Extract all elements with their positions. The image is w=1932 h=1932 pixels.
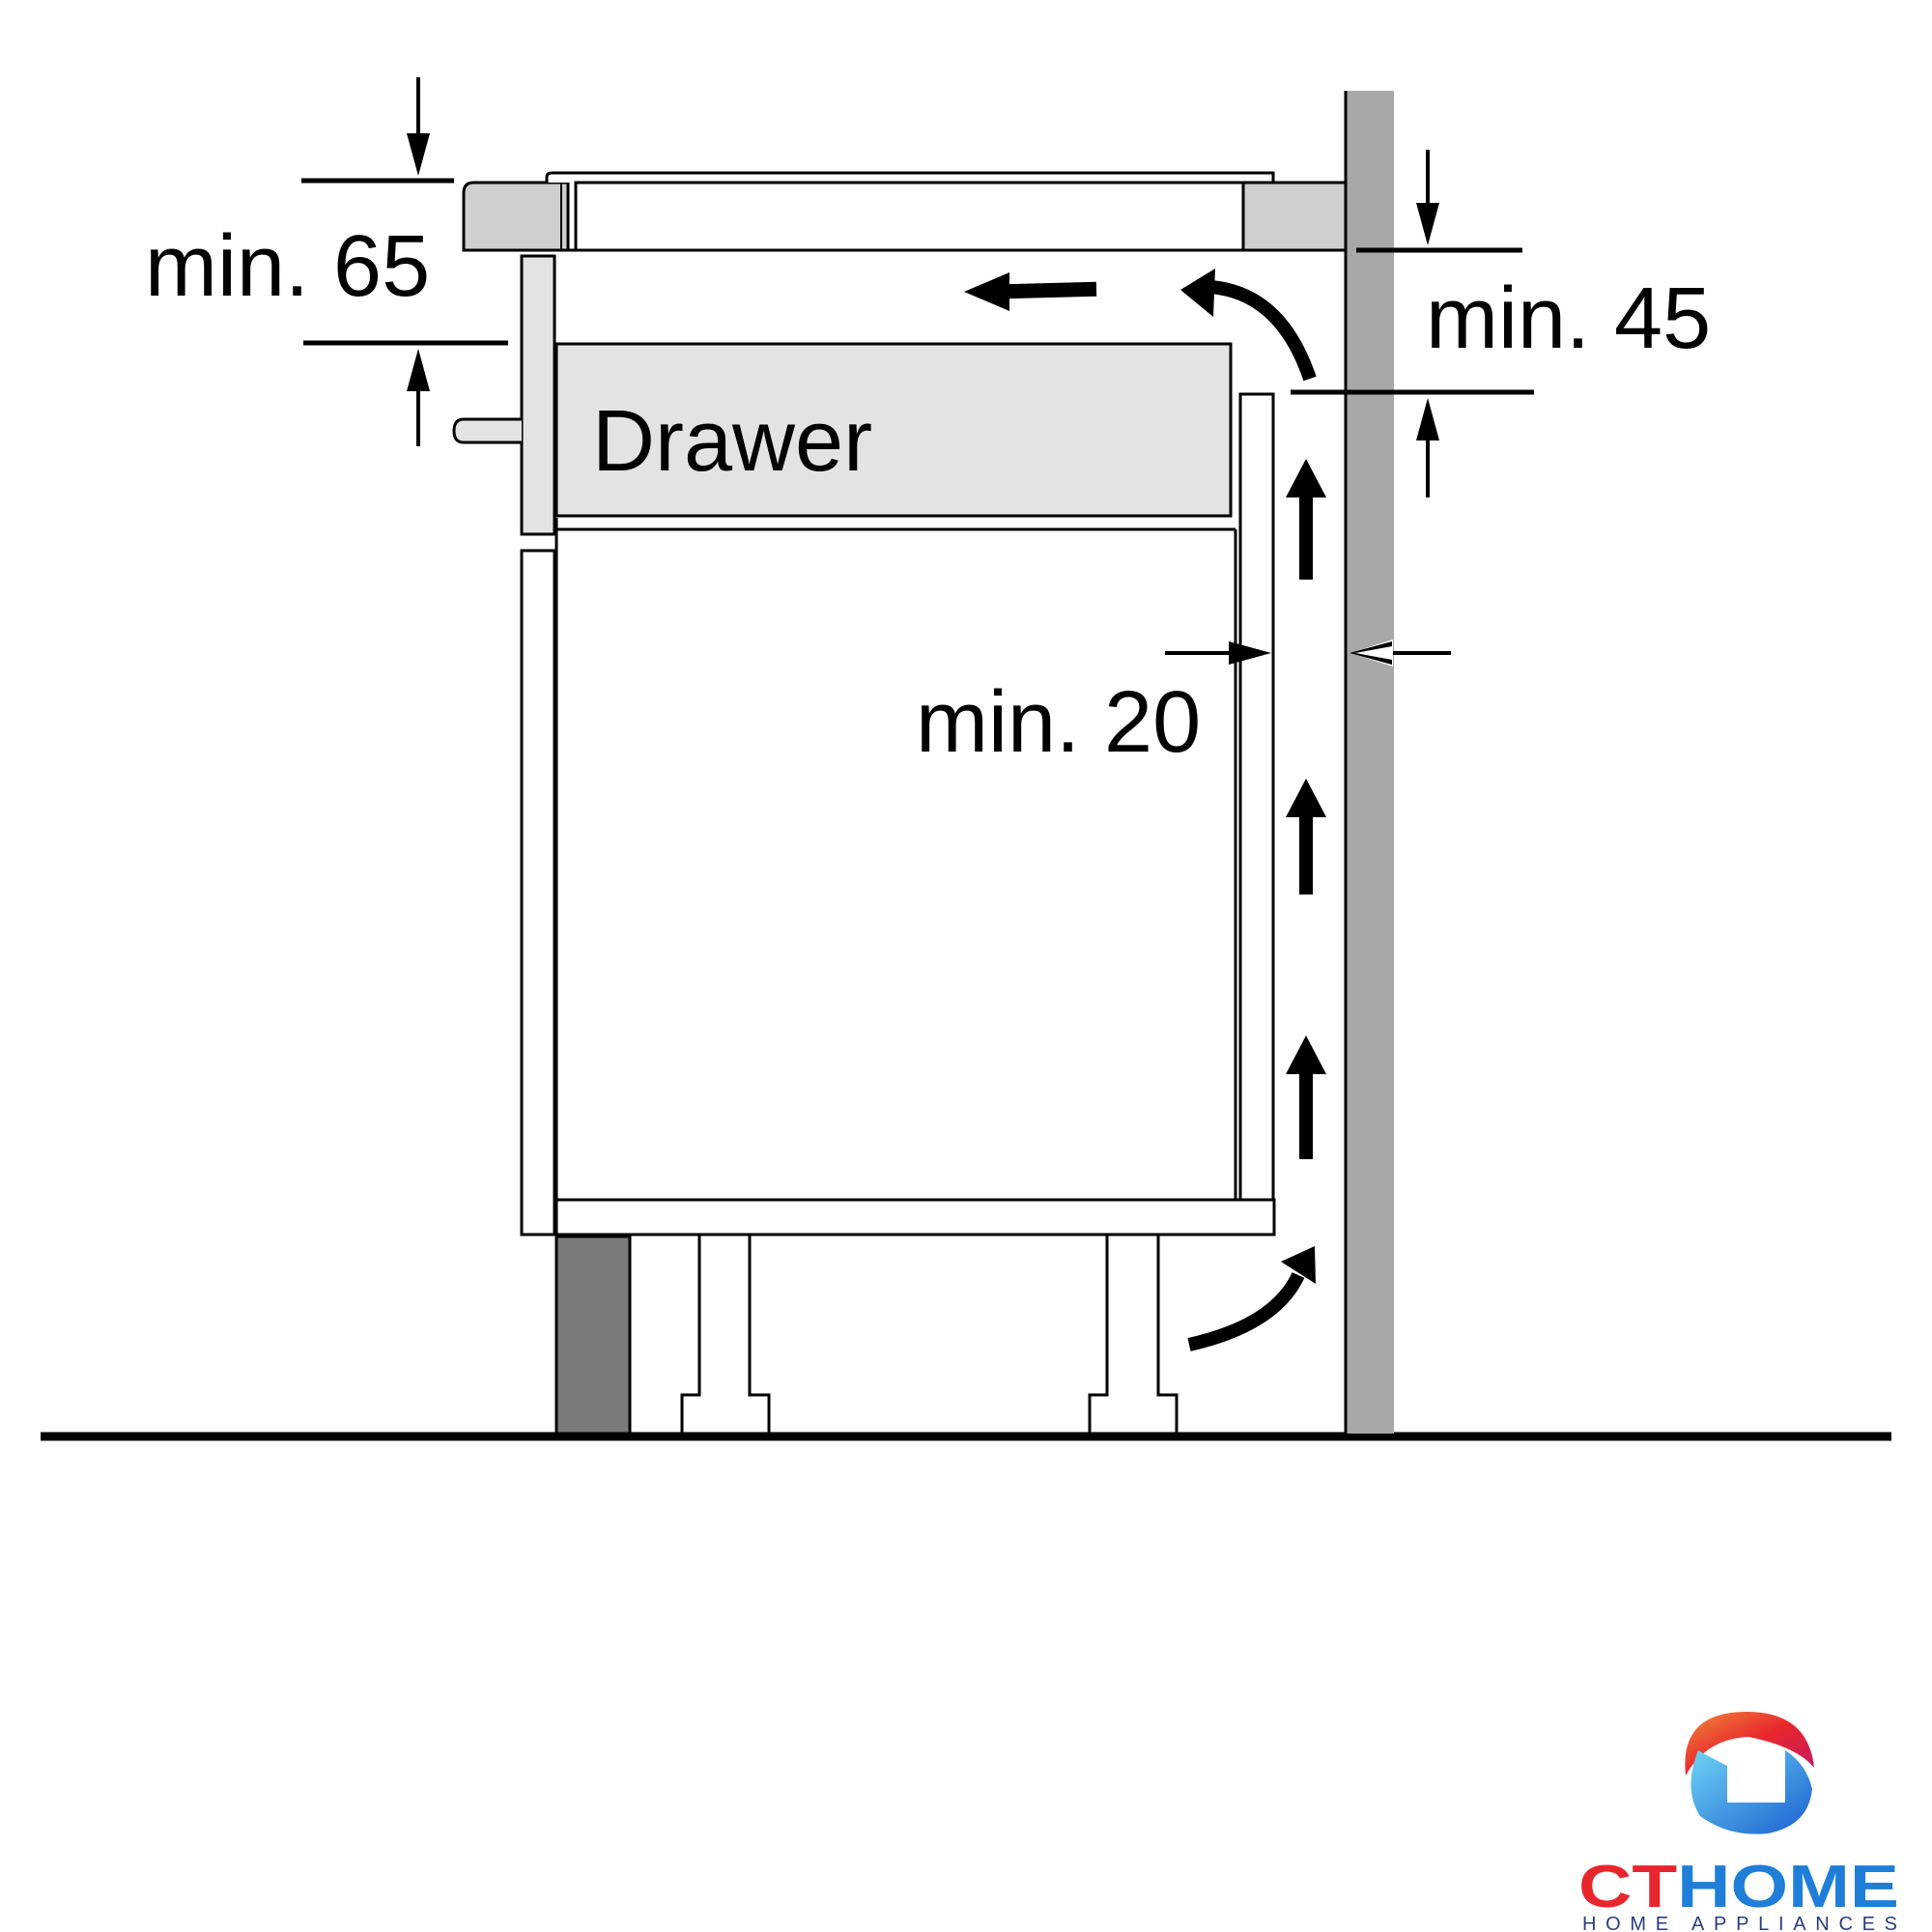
hob-glass [545,171,1275,183]
front-plinth [554,1235,632,1435]
house-body-icon [1690,1750,1812,1834]
airflow-curve-arrow [1209,280,1317,382]
drawer-handle [452,417,522,444]
door-front-panel [520,549,556,1236]
logo-brand-ct: CT [1578,1854,1677,1920]
drawer-front-panel [520,254,556,536]
rear-wall [1346,91,1394,1434]
logo-brand-home: HOME [1677,1854,1899,1920]
cabinet-rear-panel [1238,392,1275,1202]
logo-tagline: HOME APPLIANCES [1582,1914,1897,1932]
drawer-label: Drawer [592,393,872,490]
dimension-min-45: min. 45 [1291,150,1711,497]
countertop-rear [1241,181,1348,252]
airflow-up-arrow [1299,1072,1313,1159]
dimension-min-65: min. 65 [145,77,508,446]
drawer-box [554,342,1233,518]
airflow-entry-arrow [1187,1271,1305,1351]
cabinet-leg-rear [1088,1233,1179,1435]
airflow-up-arrow [1299,493,1313,580]
cabinet-bottom [554,1198,1276,1236]
hob-body [574,181,1245,252]
airflow-up-arrow [1299,808,1313,895]
house-roof-icon [1685,1712,1814,1776]
label-min-65: min. 65 [145,218,430,315]
countertop-front [462,181,570,252]
cabinet-leg-front [680,1233,771,1435]
airflow-left-arrow [1004,281,1097,299]
dimension-min-20: min. 20 [916,639,1451,771]
airflow-arrows [964,269,1326,1351]
label-min-45: min. 45 [1426,270,1711,367]
label-min-20: min. 20 [916,674,1201,771]
